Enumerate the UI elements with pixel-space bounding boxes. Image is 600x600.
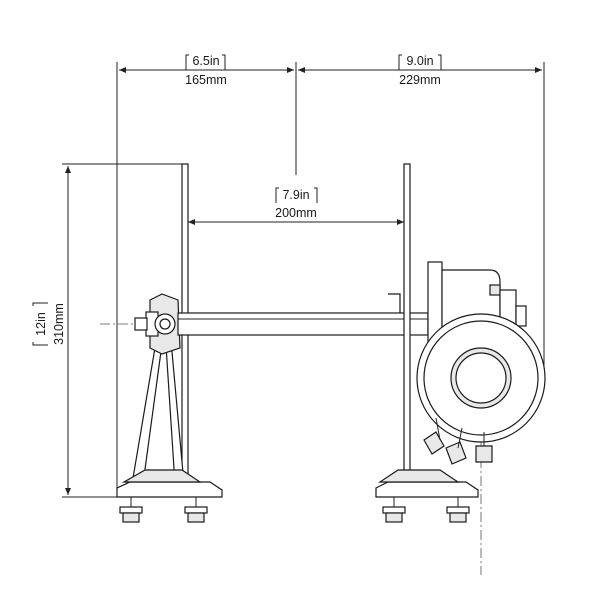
left-feet bbox=[119, 497, 208, 523]
dimension-between-uprights: 7.9in 200mm bbox=[188, 187, 404, 225]
drum-bolts bbox=[423, 417, 493, 465]
dimension-top-right: 9.0in 229mm bbox=[298, 54, 545, 370]
dimension-top-left: 6.5in 165mm bbox=[116, 54, 297, 495]
dim-height-metric: 310mm bbox=[52, 303, 66, 345]
dimension-height: 12in 310mm bbox=[32, 163, 184, 498]
right-feet bbox=[382, 497, 470, 523]
shaft bbox=[177, 312, 429, 336]
dim-height-imperial: 12in bbox=[34, 312, 48, 336]
dim-between-imperial: 7.9in bbox=[282, 188, 309, 202]
right-upright bbox=[375, 163, 479, 498]
dim-top-left-metric: 165mm bbox=[185, 73, 227, 87]
dim-top-right-imperial: 9.0in bbox=[406, 54, 433, 68]
dim-between-metric: 200mm bbox=[275, 206, 317, 220]
dim-top-right-metric: 229mm bbox=[399, 73, 441, 87]
drum bbox=[416, 313, 546, 443]
dim-top-left-imperial: 6.5in bbox=[192, 54, 219, 68]
